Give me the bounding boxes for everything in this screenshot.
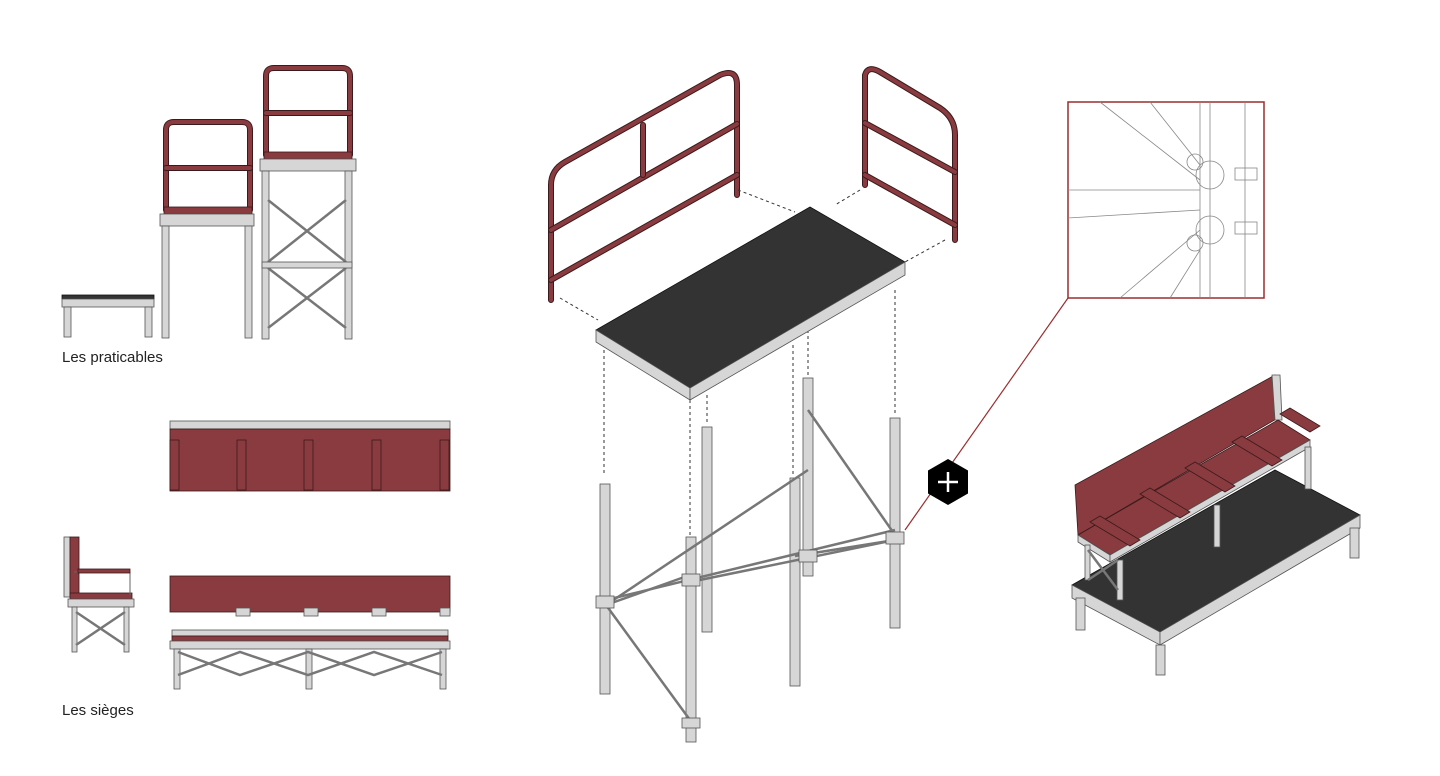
tall-stage-elevation bbox=[259, 65, 357, 340]
exploded-stage bbox=[548, 66, 958, 743]
bench-top-view bbox=[169, 420, 451, 492]
bench-on-stage-iso bbox=[1071, 374, 1361, 676]
sieges-label: Les sièges bbox=[62, 702, 134, 719]
praticables-label: Les praticables bbox=[62, 349, 163, 366]
zoom-detail-button[interactable] bbox=[926, 458, 970, 506]
plus-icon bbox=[928, 459, 968, 505]
medium-stage-elevation bbox=[159, 119, 255, 339]
small-stage-elevation bbox=[61, 294, 155, 338]
bench-front-view bbox=[169, 575, 451, 690]
chair-side-view bbox=[63, 536, 135, 653]
clamp-detail-view bbox=[1067, 101, 1265, 299]
